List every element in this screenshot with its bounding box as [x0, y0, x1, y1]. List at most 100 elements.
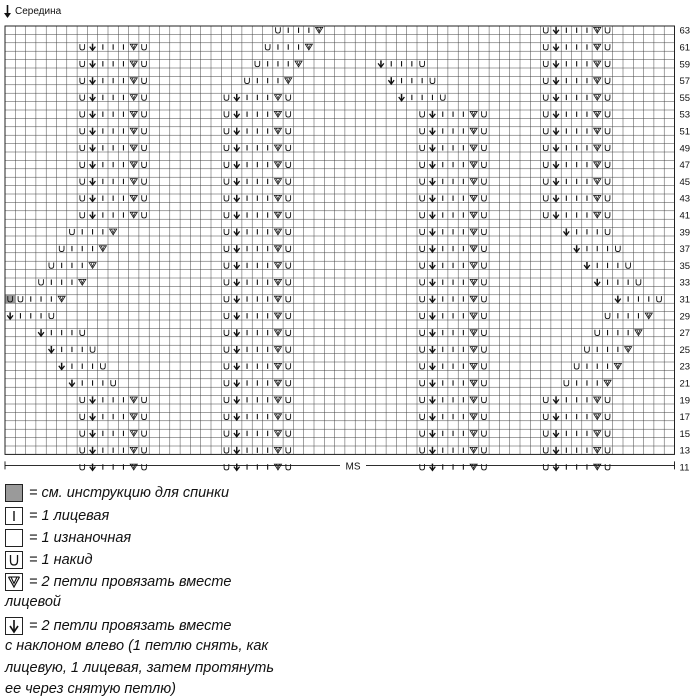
yarn-over-stitch: [141, 396, 147, 404]
ssk-stitch: [552, 43, 560, 52]
k2tog-stitch: [592, 111, 602, 118]
yarn-over-stitch: [604, 27, 611, 34]
k2tog-stitch: [469, 144, 478, 152]
yarn-over-stitch: [141, 447, 147, 454]
yarn-over-stitch: [542, 212, 549, 219]
k2tog-stitch: [273, 111, 283, 118]
row-number-label: 13: [680, 446, 691, 457]
k2tog-stitch: [129, 413, 139, 421]
yarn-over-stitch: [419, 279, 425, 286]
ssk-stitch: [89, 396, 96, 405]
ssk-stitch: [552, 127, 560, 136]
yarn-over-stitch: [481, 380, 487, 387]
yarn-over-stitch: [419, 128, 425, 135]
yarn-over-stitch: [141, 94, 147, 101]
k2tog-stitch: [129, 127, 139, 135]
yarn-over-stitch: [419, 144, 425, 152]
k2tog-stitch: [294, 60, 303, 68]
yarn-over-stitch: [79, 111, 86, 118]
yarn-over-stitch: [285, 346, 292, 353]
yarn-over-stitch: [79, 178, 86, 185]
yarn-over-stitch: [17, 296, 24, 303]
ssk-stitch: [89, 110, 96, 119]
row-number-label: 39: [680, 227, 691, 238]
yarn-over-stitch: [285, 245, 292, 252]
k2tog-stitch: [273, 94, 283, 102]
yarn-over-stitch: [604, 413, 611, 420]
yarn-over-stitch: [141, 144, 147, 152]
yarn-over-stitch: [542, 128, 549, 135]
yarn-over-stitch: [79, 329, 86, 336]
ssk-stitch: [398, 94, 405, 102]
yarn-over-stitch: [481, 161, 487, 168]
yarn-over-stitch: [223, 413, 230, 420]
yarn-over-stitch: [285, 430, 292, 437]
k2tog-stitch: [469, 430, 478, 438]
ssk-stitch: [89, 161, 96, 170]
row-number-label: 31: [680, 295, 691, 306]
row-number-label: 51: [680, 127, 691, 138]
k2tog-stitch: [129, 77, 139, 85]
ssk-stitch: [552, 60, 560, 69]
ssk-stitch: [89, 43, 96, 52]
yarn-over-stitch: [141, 464, 147, 471]
k2tog-stitch: [592, 447, 602, 454]
k2tog-stitch: [469, 211, 478, 219]
yarn-over-stitch: [542, 178, 549, 185]
k2tog-stitch: [129, 94, 139, 102]
ssk-stitch: [552, 94, 560, 102]
yarn-over-stitch: [481, 363, 487, 370]
yarn-over-stitch: [223, 94, 230, 101]
yarn-over-stitch: [481, 430, 487, 437]
yarn-over-stitch: [285, 144, 292, 152]
k2tog-stitch: [592, 43, 602, 51]
yarn-over-stitch: [563, 380, 570, 387]
yarn-over-stitch: [481, 195, 487, 202]
yarn-over-stitch: [604, 161, 611, 168]
yarn-over-stitch: [285, 396, 292, 404]
k2tog-stitch: [129, 161, 139, 169]
yarn-over-stitch: [79, 128, 86, 135]
yarn-over-stitch: [285, 111, 292, 118]
ssk-stitch: [377, 60, 385, 69]
yarn-over-stitch: [79, 396, 86, 404]
ssk-stitch: [89, 194, 96, 203]
legend-text: = 2 петли провязать вместе: [29, 574, 232, 590]
k2tog-stitch: [273, 279, 283, 286]
ssk-stitch: [37, 329, 45, 338]
yarn-over-stitch: [481, 262, 487, 269]
yarn-over-stitch: [429, 77, 436, 84]
yarn-over-stitch: [573, 363, 580, 370]
k2tog-stitch: [469, 447, 478, 454]
legend-text-cont: с наклоном влево (1 петлю снять, как: [5, 638, 269, 654]
yarn-over-stitch: [604, 447, 611, 454]
yarn-over-stitch: [285, 447, 292, 454]
yarn-over-stitch: [223, 245, 230, 252]
k2tog-stitch: [592, 27, 602, 34]
yarn-over-stitch: [223, 312, 230, 320]
yarn-over-stitch: [223, 161, 230, 168]
yarn-over-stitch: [58, 245, 65, 252]
k2tog-stitch: [273, 262, 283, 270]
yarn-over-stitch: [542, 27, 549, 34]
ssk-stitch: [233, 127, 241, 136]
ssk-stitch: [89, 211, 96, 220]
row-number-label: 33: [680, 278, 691, 289]
ssk-stitch: [89, 94, 96, 102]
k2tog-stitch: [469, 346, 478, 354]
knitting-chart: 6361595755535149474543413937353331292725…: [4, 25, 691, 480]
ssk-stitch: [233, 413, 241, 422]
yarn-over-stitch: [419, 363, 425, 370]
row-number-label: 55: [680, 93, 691, 104]
yarn-over-stitch: [481, 413, 487, 420]
yarn-over-stitch: [604, 228, 611, 236]
ssk-stitch: [429, 178, 436, 186]
ssk-icon: [5, 617, 23, 635]
ssk-stitch: [429, 262, 436, 270]
ssk-stitch: [429, 245, 436, 254]
k2tog-stitch: [592, 161, 602, 169]
k2tog-stitch: [273, 329, 283, 337]
yarn-over-stitch: [615, 245, 621, 252]
middle-label: Середина: [15, 6, 62, 17]
ssk-stitch: [552, 161, 560, 170]
